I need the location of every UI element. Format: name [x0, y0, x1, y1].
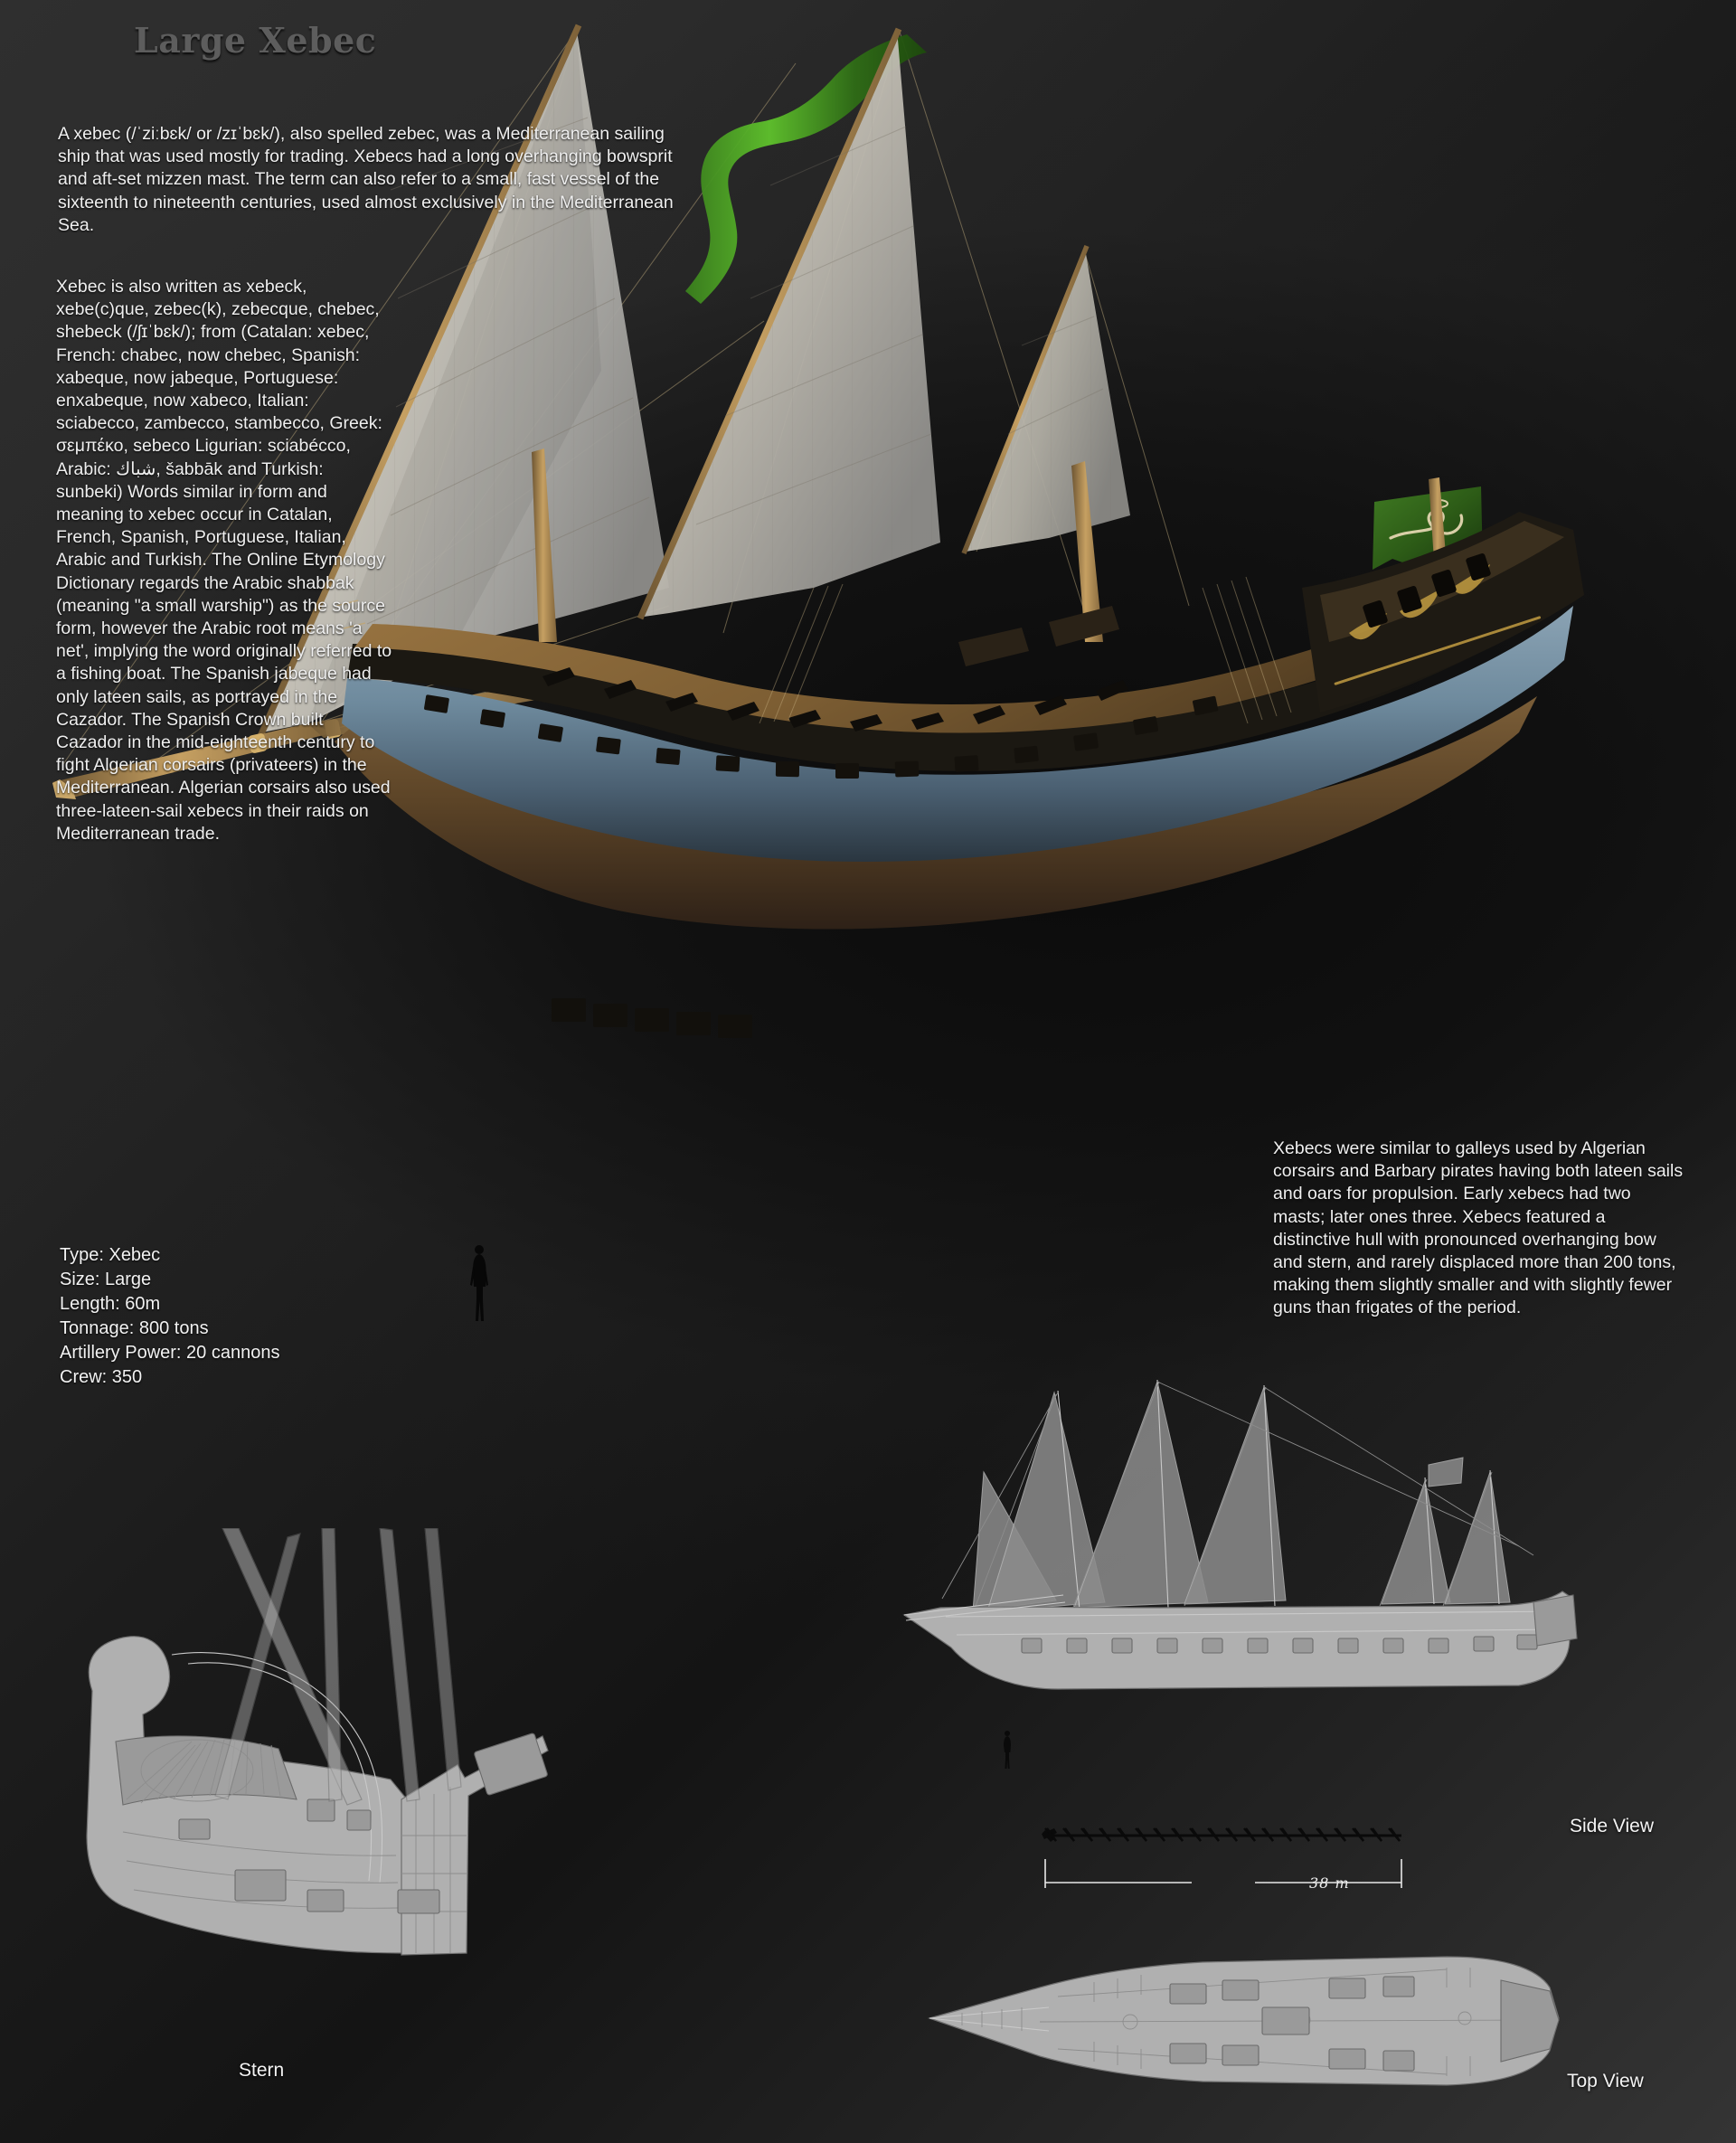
- top-view-bow-detail: [961, 2007, 1023, 2031]
- side-view-rigging: [941, 1381, 1534, 1614]
- page-title: Large Xebec: [134, 20, 377, 61]
- xebec-3d-render: [36, 9, 1736, 1293]
- etymology-paragraph: Xebec is also written as xebeck, xebe(c)…: [56, 277, 392, 844]
- top-view-label: Top View: [1567, 2071, 1644, 2091]
- stern-rail-structure: [397, 1732, 549, 1956]
- specification-list: Type: Xebec Size: Large Length: 60m Tonn…: [60, 1243, 485, 1390]
- side-view-pennant: [1428, 1457, 1464, 1487]
- stern-view-label: Stern: [239, 2060, 285, 2081]
- stern-deck-details: [234, 1869, 344, 1912]
- top-view-hatches: [1169, 1976, 1415, 2072]
- stern-blueprint: [86, 1528, 549, 1956]
- side-view-sails: [972, 1380, 1511, 1612]
- spec-row-artillery: Artillery Power: 20 cannons: [60, 1343, 280, 1363]
- deck-structures: [958, 606, 1119, 666]
- oar-row: [1043, 1827, 1401, 1842]
- ship-hull: [335, 512, 1584, 930]
- stern-hull-body: [86, 1636, 408, 1954]
- ship-render-svg: [52, 24, 1584, 930]
- fore-lateen-sail: [257, 24, 669, 738]
- top-view-blueprint: [927, 1956, 1560, 2086]
- galley-note-paragraph: Xebecs were similar to galleys used by A…: [1273, 1138, 1684, 1318]
- spec-row-crew: Crew: 350: [60, 1367, 143, 1387]
- deck-grating-detail: [552, 998, 752, 1038]
- human-silhouette-icon: [1004, 1731, 1011, 1769]
- spec-row-tonnage: Tonnage: 800 tons: [60, 1318, 209, 1338]
- side-view-hull: [902, 1591, 1578, 1690]
- hero-section: Large Xebec A xebec (/ˈziːbɛk/ or /zɪˈbɛ…: [36, 9, 1736, 1390]
- scale-value-label: 38 m: [1309, 1874, 1350, 1892]
- stern-windows: [1363, 553, 1491, 628]
- spec-row-length: Length: 60m: [60, 1294, 161, 1314]
- deck-cannons: [542, 667, 1128, 732]
- top-view-cannons: [1093, 1968, 1471, 2076]
- stern-spars: [214, 1528, 462, 1806]
- side-view-blueprint: [902, 1379, 1578, 1690]
- gun-ports: [424, 694, 1219, 779]
- transom-ornament: [126, 1739, 281, 1804]
- human-silhouette-icon: [470, 1245, 488, 1321]
- spec-row-type: Type: Xebec: [60, 1245, 161, 1265]
- dimension-line: [1044, 1859, 1402, 1888]
- spec-row-size: Size: Large: [60, 1270, 152, 1289]
- side-view-label: Side View: [1570, 1816, 1655, 1836]
- green-pennant-icon: [685, 34, 927, 304]
- intro-paragraph: A xebec (/ˈziːbɛk/ or /zɪˈbɛk/), also sp…: [58, 124, 674, 235]
- shrouds: [759, 576, 1292, 724]
- side-view-masts: [1057, 1379, 1500, 1610]
- main-lateen-sail: [637, 27, 940, 620]
- stern-gallery-windows: [178, 1798, 372, 1840]
- scale-bar: [1042, 1827, 1402, 1888]
- mizzen-lateen-sail: [961, 244, 1130, 555]
